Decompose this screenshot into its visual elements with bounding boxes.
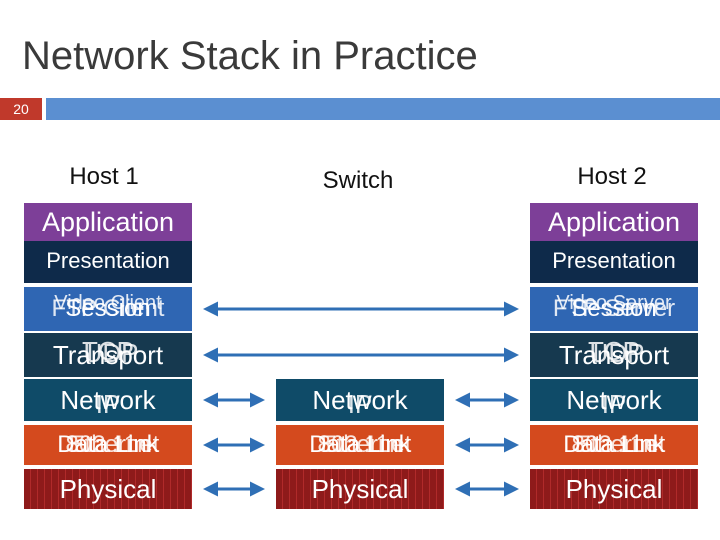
switch-datalink-overlay2: Ethernet — [320, 431, 412, 458]
host1-transport-label: Transport — [52, 340, 164, 370]
host1-network-layer: Network IP — [24, 379, 192, 421]
host1-presentation-layer: Presentation — [24, 241, 192, 283]
host2-session-overlay2: Video Server — [556, 292, 672, 314]
host2-physical-label: Physical — [565, 474, 663, 504]
host2-session-overlay: FTP Server — [552, 295, 676, 322]
host2-session-label: Session — [571, 295, 657, 322]
host1-datalink-label: Data Link — [57, 431, 159, 458]
host2-presentation-layer: Presentation — [530, 241, 698, 283]
host1-transport-overlay: TCP — [82, 336, 134, 366]
host1-application-label: Application — [41, 207, 175, 237]
host1-datalink-overlay2: Ethernet — [68, 431, 160, 458]
slide-number: 20 — [0, 98, 42, 120]
host1-session-label: Session — [65, 295, 151, 322]
title-bar — [46, 98, 720, 120]
host2-datalink-label: Data Link — [563, 431, 665, 458]
host1-network-overlay: IP — [95, 389, 121, 419]
host2-presentation-label: Presentation — [552, 248, 676, 273]
host2-network-layer: Network IP — [530, 379, 698, 421]
host2-datalink-layer: Data Link 802.11n Ethernet — [530, 425, 698, 465]
host1-heading: Host 1 — [69, 163, 139, 190]
slide-title: Network Stack in Practice — [22, 34, 478, 78]
host2-session-layer: Session Video Server FTP Server — [530, 287, 698, 331]
switch-heading: Switch — [322, 167, 394, 194]
host1-session-overlay: FTP Client — [51, 295, 165, 322]
host2-datalink-overlay: 802.11n — [571, 431, 657, 458]
switch-datalink-label: Data Link — [309, 431, 411, 458]
host2-transport-layer: Transport TCP UDP — [530, 333, 698, 377]
host2-transport-overlay2: UDP — [589, 338, 645, 368]
switch-network-layer: Network IP — [276, 379, 444, 421]
switch-network-label: Network — [312, 385, 408, 415]
switch-datalink-layer: Data Link 802.11n Ethernet — [276, 425, 444, 465]
host1-session-layer: Session Video Client FTP Client — [24, 287, 192, 331]
host1-transport-layer: Transport TCP UDP — [24, 333, 192, 377]
host2-application-label: Application — [547, 207, 681, 237]
host2-transport-label: Transport — [558, 340, 670, 370]
host2-datalink-overlay2: Ethernet — [574, 431, 666, 458]
host1-datalink-overlay: 802.11n — [65, 431, 151, 458]
host1-network-label: Network — [60, 385, 156, 415]
host2-application-layer: Application — [530, 203, 698, 241]
switch-physical-label: Physical — [311, 474, 409, 504]
host2-transport-overlay: TCP — [588, 336, 640, 366]
host1-session-overlay2: Video Client — [54, 292, 162, 314]
host1-datalink-layer: Data Link 802.11n Ethernet — [24, 425, 192, 465]
host2-physical-layer: Physical — [530, 469, 698, 509]
host1-transport-overlay2: UDP — [83, 338, 139, 368]
switch-network-overlay: IP — [347, 389, 373, 419]
switch-datalink-overlay: 802.11n — [317, 431, 403, 458]
host1-physical-layer: Physical — [24, 469, 192, 509]
host2-heading: Host 2 — [577, 163, 647, 190]
host2-network-label: Network — [566, 385, 662, 415]
host1-physical-label: Physical — [59, 474, 157, 504]
host1-application-layer: Application — [24, 203, 192, 241]
host1-presentation-label: Presentation — [46, 248, 170, 273]
host2-network-overlay: IP — [601, 389, 627, 419]
switch-physical-layer: Physical — [276, 469, 444, 509]
